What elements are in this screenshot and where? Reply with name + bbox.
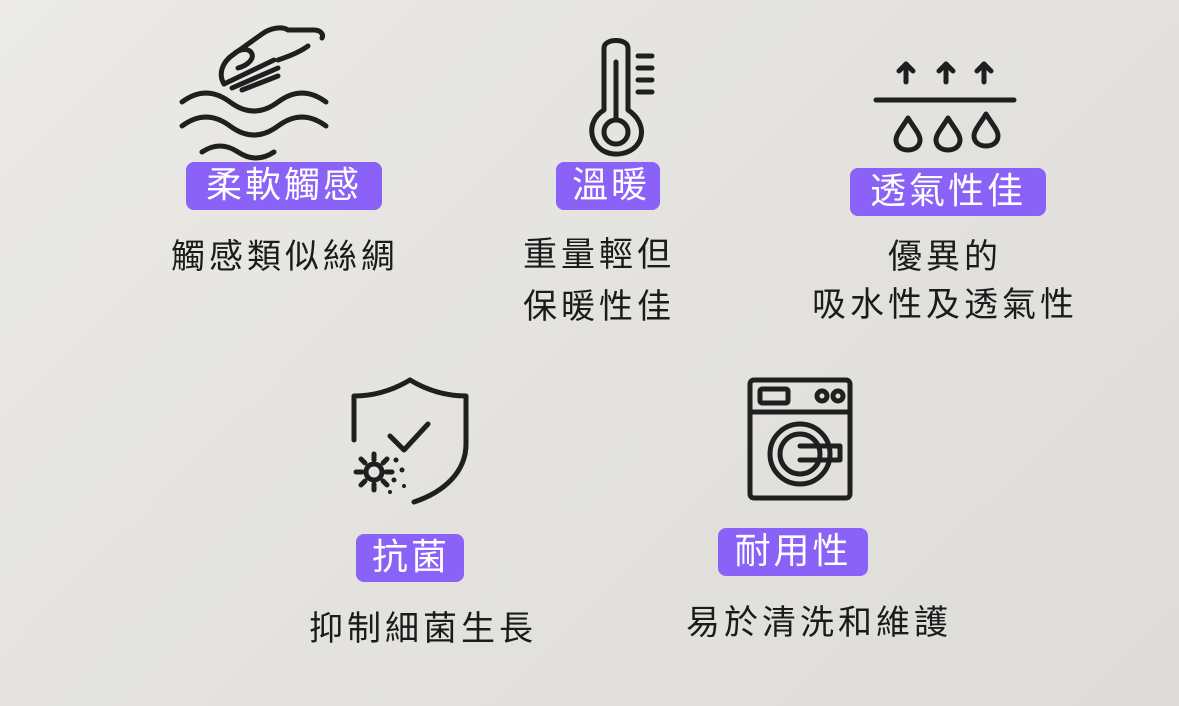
feature-warmth-title: 溫暖 xyxy=(556,162,660,210)
shield-check-germ-icon xyxy=(346,374,474,508)
feature-antibacterial-title: 抗菌 xyxy=(356,534,464,582)
feature-breathability-title: 透氣性佳 xyxy=(850,168,1046,216)
feature-soft-touch-title: 柔軟觸感 xyxy=(186,162,382,210)
feature-breathability-desc-line-1: 優異的 xyxy=(888,237,1002,277)
thermometer-icon xyxy=(582,34,662,158)
feature-breathability-desc-line-2: 吸水性及透氣性 xyxy=(812,285,1078,325)
feature-warmth-desc-line-2: 保暖性佳 xyxy=(523,287,675,327)
feature-antibacterial-desc-line-1: 抑制細菌生長 xyxy=(309,609,537,649)
feature-durability-title: 耐用性 xyxy=(718,528,868,576)
washing-machine-icon xyxy=(744,374,856,504)
feature-soft-touch-desc-line-1: 觸感類似絲綢 xyxy=(171,237,399,277)
feature-durability-desc-line-1: 易於清洗和維護 xyxy=(686,603,952,643)
hand-waves-icon xyxy=(178,22,338,161)
feature-warmth-desc-line-1: 重量輕但 xyxy=(523,235,675,275)
breathable-arrows-drops-icon xyxy=(872,56,1018,153)
